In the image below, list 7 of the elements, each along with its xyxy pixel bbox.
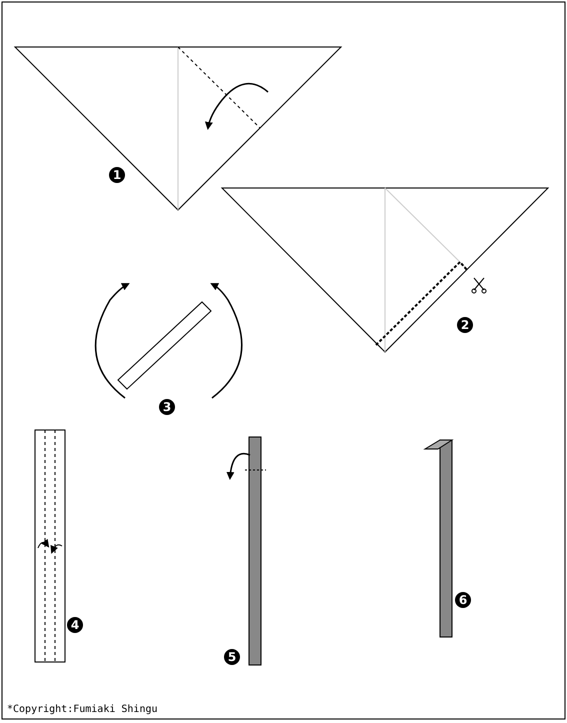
step-number: 3 bbox=[159, 399, 175, 415]
step-number: 2 bbox=[457, 317, 473, 333]
step-number: 5 bbox=[224, 649, 240, 665]
copyright-note: *Copyright:Fumiaki Shingu bbox=[7, 704, 158, 715]
step-number: 6 bbox=[455, 592, 471, 608]
step-number: 4 bbox=[67, 617, 83, 633]
step-number: 1 bbox=[109, 167, 125, 183]
